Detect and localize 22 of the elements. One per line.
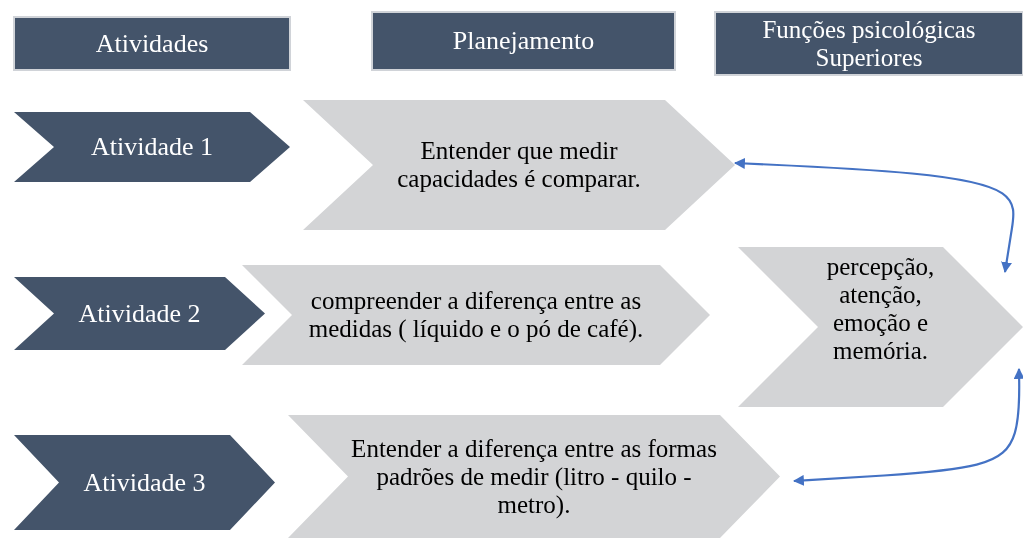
- dark-chevron: [14, 112, 290, 182]
- chevron-shape: [303, 100, 735, 230]
- curved-arrow: [733, 157, 1015, 274]
- label-text: Atividade 2: [78, 298, 201, 329]
- description-text: percepção, atenção, emoção e memória.: [825, 253, 936, 366]
- chevron-shape: [288, 415, 780, 538]
- header-box: [372, 12, 675, 70]
- header-box: [715, 12, 1023, 75]
- dark-chevron: [14, 435, 275, 530]
- label-text: Atividades: [95, 28, 209, 59]
- label-text: Funções psicológicas Superiores: [761, 15, 977, 72]
- header-box: [14, 17, 290, 70]
- label-text: Atividade 1: [91, 132, 213, 162]
- chevron-shape: [738, 247, 1023, 407]
- description-text: Entender a diferença entre as formas padrões de medir (litro - quilo - metro).: [350, 434, 718, 519]
- label-text: Planejamento: [452, 26, 595, 56]
- description-text: Entender que medir capacidades é comparar.: [396, 137, 642, 193]
- label-text: Atividade 3: [83, 467, 206, 498]
- curved-arrow: [792, 367, 1023, 486]
- description-text: compreender a diferença entre as medidas ( líquido e o pó de café).: [307, 287, 645, 343]
- dark-chevron: [14, 277, 265, 350]
- chevron-shape: [242, 265, 710, 365]
